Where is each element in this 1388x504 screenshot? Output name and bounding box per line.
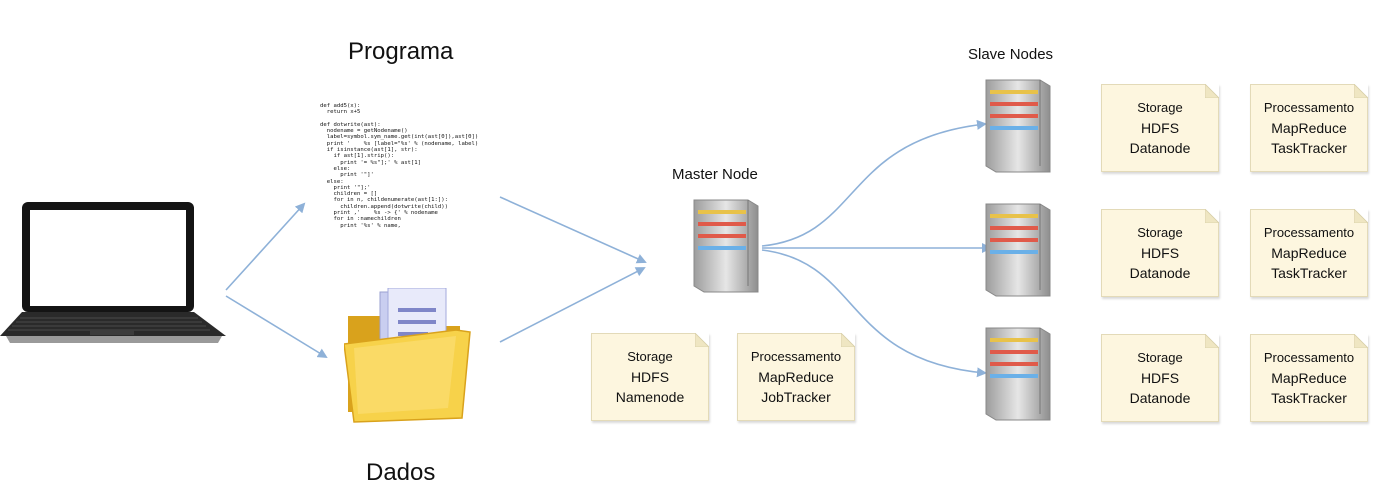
slave-server-icon	[985, 327, 1051, 421]
code-line: children = []	[320, 191, 378, 198]
note-fold-corner	[1354, 84, 1368, 98]
note-line: Processamento	[1263, 225, 1355, 240]
code-line: print '= %s"];' % ast[1]	[320, 159, 422, 166]
note-line: MapReduce	[1271, 245, 1347, 261]
master-server-icon	[693, 199, 759, 293]
note-line: Processamento	[750, 349, 842, 364]
master-node-title: Master Node	[672, 166, 758, 183]
note-line: TaskTracker	[1271, 390, 1347, 406]
code-line: if ast[1].strip():	[320, 153, 395, 160]
note-fold-corner	[1354, 334, 1368, 348]
arrow-master-to-slave-1	[761, 119, 987, 247]
program-code: def add5(x): return x+5 def dotwrite(ast…	[320, 103, 520, 229]
note-line: MapReduce	[758, 369, 834, 385]
master-processing-note: Processamento MapReduce JobTracker	[737, 333, 855, 421]
code-line: print '"]'	[320, 172, 374, 179]
code-line: for in :namechildren	[320, 216, 401, 223]
slave-processing-note: Processamento MapReduce TaskTracker	[1250, 84, 1368, 172]
note-line: Storage	[1137, 350, 1183, 365]
code-line: print ' %s [label="%s' % (nodename, labe…	[320, 140, 479, 147]
note-fold-corner	[695, 333, 709, 347]
note-line: HDFS	[1140, 370, 1180, 386]
note-fold-corner	[1205, 209, 1219, 223]
folder-icon	[344, 288, 471, 423]
slave-server-icon	[985, 79, 1051, 173]
arrow-laptop-to-program	[225, 202, 306, 291]
laptop-icon	[0, 202, 226, 343]
slave-nodes-title: Slave Nodes	[968, 46, 1054, 63]
code-line: for in n, childenumerate(ast[1:]):	[320, 197, 448, 204]
code-line: def add5(x):	[320, 103, 361, 109]
note-fold-corner	[1205, 84, 1219, 98]
slave-storage-note: Storage HDFS Datanode	[1101, 334, 1219, 422]
code-line: if isinstance(ast[1], str):	[320, 147, 418, 154]
note-line: Datanode	[1129, 390, 1191, 406]
code-line: else:	[320, 178, 344, 185]
note-line: JobTracker	[761, 389, 831, 405]
note-line: HDFS	[630, 369, 670, 385]
note-line: HDFS	[1140, 245, 1180, 261]
note-line: Processamento	[1263, 350, 1355, 365]
note-line: Datanode	[1129, 140, 1191, 156]
slave-processing-note: Processamento MapReduce TaskTracker	[1250, 334, 1368, 422]
slave-storage-note: Storage HDFS Datanode	[1101, 209, 1219, 297]
code-line: label=symbol.sym_name.get(int(ast[0]),as…	[320, 134, 479, 141]
code-line: def dotwrite(ast):	[320, 121, 381, 128]
code-line: print '"];'	[320, 184, 371, 191]
note-line: MapReduce	[1271, 370, 1347, 386]
note-line: HDFS	[1140, 120, 1180, 136]
code-line: return x+5	[320, 109, 361, 116]
note-line: Namenode	[615, 389, 685, 405]
code-line: print ,' %s -> {' % nodename	[320, 210, 438, 217]
arrow-laptop-to-data	[225, 295, 328, 359]
code-line: else:	[320, 165, 351, 172]
master-storage-note: Storage HDFS Namenode	[591, 333, 709, 421]
note-line: TaskTracker	[1271, 265, 1347, 281]
code-line: nodename = getNodename()	[320, 128, 408, 135]
slave-storage-note: Storage HDFS Datanode	[1101, 84, 1219, 172]
slave-server-icon	[985, 203, 1051, 297]
note-line: Storage	[1137, 225, 1183, 240]
note-line: MapReduce	[1271, 120, 1347, 136]
note-line: Storage	[627, 349, 673, 364]
note-line: Storage	[1137, 100, 1183, 115]
note-fold-corner	[841, 333, 855, 347]
program-title: Programa	[348, 38, 454, 65]
note-fold-corner	[1354, 209, 1368, 223]
note-line: Datanode	[1129, 265, 1191, 281]
slave-processing-note: Processamento MapReduce TaskTracker	[1250, 209, 1368, 297]
arrow-master-to-slave-3	[761, 249, 987, 378]
note-line: Processamento	[1263, 100, 1355, 115]
data-title: Dados	[366, 459, 436, 486]
note-fold-corner	[1205, 334, 1219, 348]
arrow-data-to-master	[499, 267, 646, 343]
arrow-program-to-master	[499, 196, 647, 264]
code-line: print '%s' % name,	[320, 222, 401, 229]
code-line: children.append(dotwrite(child))	[320, 203, 448, 210]
note-line: TaskTracker	[1271, 140, 1347, 156]
